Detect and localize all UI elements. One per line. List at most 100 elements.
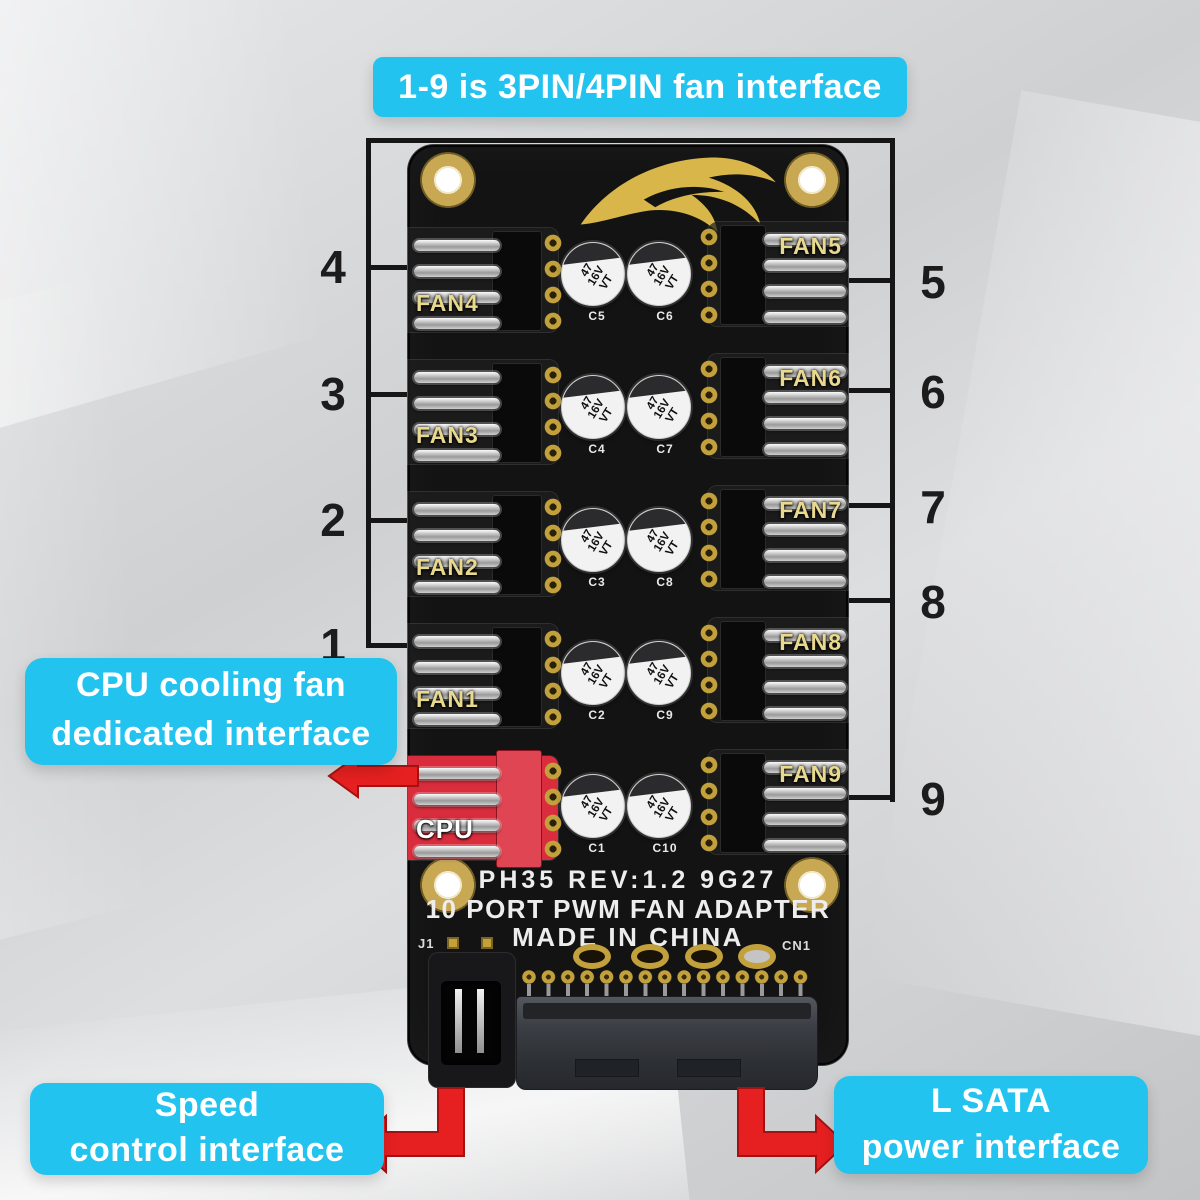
- capacitor-marking: 47 16V VT: [644, 793, 682, 824]
- port-number-8: 8: [920, 576, 946, 628]
- header-housing: [496, 750, 542, 868]
- fan-port-fan4: FAN4: [408, 228, 558, 332]
- header-housing: [720, 489, 766, 589]
- sata-callout: L SATA power interface: [834, 1076, 1148, 1174]
- capacitor-label: C4: [588, 442, 606, 456]
- j1-pin-pad: [481, 937, 493, 949]
- background-light-streak: [865, 90, 1200, 1050]
- header-housing: [720, 621, 766, 721]
- tick-fan2: [366, 518, 413, 523]
- sata-notch: [677, 1059, 741, 1077]
- silkscreen-j1-label: J1: [418, 936, 435, 951]
- capacitor: 47 16V VT: [561, 375, 625, 439]
- capacitor: 47 16V VT: [561, 242, 625, 306]
- capacitor-label: C9: [656, 708, 674, 722]
- connector-pin: [764, 656, 846, 667]
- sata-power-arrow-icon: [737, 1087, 848, 1175]
- bracket-top-line: [366, 138, 895, 143]
- port-label: FAN5: [779, 233, 842, 259]
- speed-control-connector: [428, 937, 516, 1088]
- fan-port-fan8: FAN8: [708, 618, 848, 722]
- port-number-5: 5: [920, 256, 946, 308]
- connector-pin: [477, 989, 484, 1053]
- port-number-7: 7: [920, 481, 946, 533]
- solder-pads: [544, 758, 562, 862]
- header-housing: [720, 225, 766, 325]
- solder-pads: [544, 626, 562, 730]
- port-number-2: 2: [320, 494, 346, 546]
- connector-pin: [414, 714, 500, 725]
- port-label: FAN8: [779, 629, 842, 655]
- background-light-streak: [0, 246, 368, 974]
- capacitor-marking: 47 16V VT: [644, 261, 682, 292]
- capacitor-label: C1: [588, 841, 606, 855]
- connector-pin: [764, 366, 846, 377]
- capacitor: 47 16V VT: [627, 641, 691, 705]
- connector-pin: [764, 708, 846, 719]
- tick-fan4: [366, 265, 413, 270]
- connector-pin: [414, 292, 500, 303]
- connector-pin: [764, 788, 846, 799]
- j1-pin-pad: [447, 937, 459, 949]
- fan-port-fan2: FAN2: [408, 492, 558, 596]
- top-callout: 1-9 is 3PIN/4PIN fan interface: [373, 57, 907, 117]
- capacitor-marking: 47 16V VT: [578, 793, 616, 824]
- port-label: FAN6: [779, 365, 842, 391]
- connector-pin: [764, 418, 846, 429]
- speed-callout-line1: Speed: [154, 1086, 260, 1124]
- connector-pin: [764, 498, 846, 509]
- connector-pin: [764, 444, 846, 455]
- j1-cavity: [441, 981, 501, 1065]
- cpu-fan-port: CPU: [408, 750, 558, 868]
- tick-fan8: [845, 598, 890, 603]
- cpu-callout: CPU cooling fan dedicated interface: [25, 658, 397, 765]
- cpu-callout-line1: CPU cooling fan: [75, 666, 347, 704]
- mounting-hole: [420, 857, 476, 913]
- connector-pin: [455, 989, 462, 1053]
- connector-pin: [414, 318, 500, 329]
- port-number-6: 6: [920, 366, 946, 418]
- sata-notch: [575, 1059, 639, 1077]
- connector-pin: [414, 688, 500, 699]
- solder-pads: [700, 620, 718, 724]
- connector-pin: [414, 768, 500, 779]
- connector-pin: [414, 556, 500, 567]
- connector-pin: [414, 530, 500, 541]
- oval-pad: [631, 944, 669, 969]
- capacitor-marking: 47 16V VT: [578, 261, 616, 292]
- solder-pads: [544, 494, 562, 598]
- connector-pin: [414, 582, 500, 593]
- connector-pin: [764, 682, 846, 693]
- silkscreen-cn1-label: CN1: [782, 938, 812, 953]
- capacitor-label: C5: [588, 309, 606, 323]
- silkscreen-revision: PH35 REV:1.2 9G27: [478, 866, 778, 894]
- capacitor-label: C3: [588, 575, 606, 589]
- port-label: FAN1: [416, 686, 479, 712]
- connector-pin: [414, 240, 500, 251]
- port-label: FAN2: [416, 554, 479, 580]
- connector-pin: [414, 372, 500, 383]
- cpu-callout-line2: dedicated interface: [51, 715, 371, 753]
- speed-callout: Speed control interface: [30, 1083, 384, 1175]
- tick-fan9: [845, 795, 890, 800]
- connector-pin: [764, 576, 846, 587]
- capacitor: 47 16V VT: [627, 375, 691, 439]
- connector-pin: [764, 762, 846, 773]
- capacitor: 47 16V VT: [561, 508, 625, 572]
- top-callout-text: 1-9 is 3PIN/4PIN fan interface: [398, 68, 882, 106]
- connector-pin: [764, 524, 846, 535]
- capacitor-label: C7: [656, 442, 674, 456]
- header-housing: [720, 753, 766, 853]
- solder-pads: [700, 356, 718, 460]
- connector-pin: [764, 392, 846, 403]
- capacitor-label: C2: [588, 708, 606, 722]
- port-label: FAN7: [779, 497, 842, 523]
- port-label: FAN3: [416, 422, 479, 448]
- connector-pin: [764, 814, 846, 825]
- connector-pin: [764, 550, 846, 561]
- capacitor: 47 16V VT: [561, 641, 625, 705]
- speed-callout-line2: control interface: [69, 1131, 345, 1169]
- sata-callout-line1: L SATA: [930, 1082, 1052, 1120]
- sata-callout-line2: power interface: [861, 1128, 1121, 1166]
